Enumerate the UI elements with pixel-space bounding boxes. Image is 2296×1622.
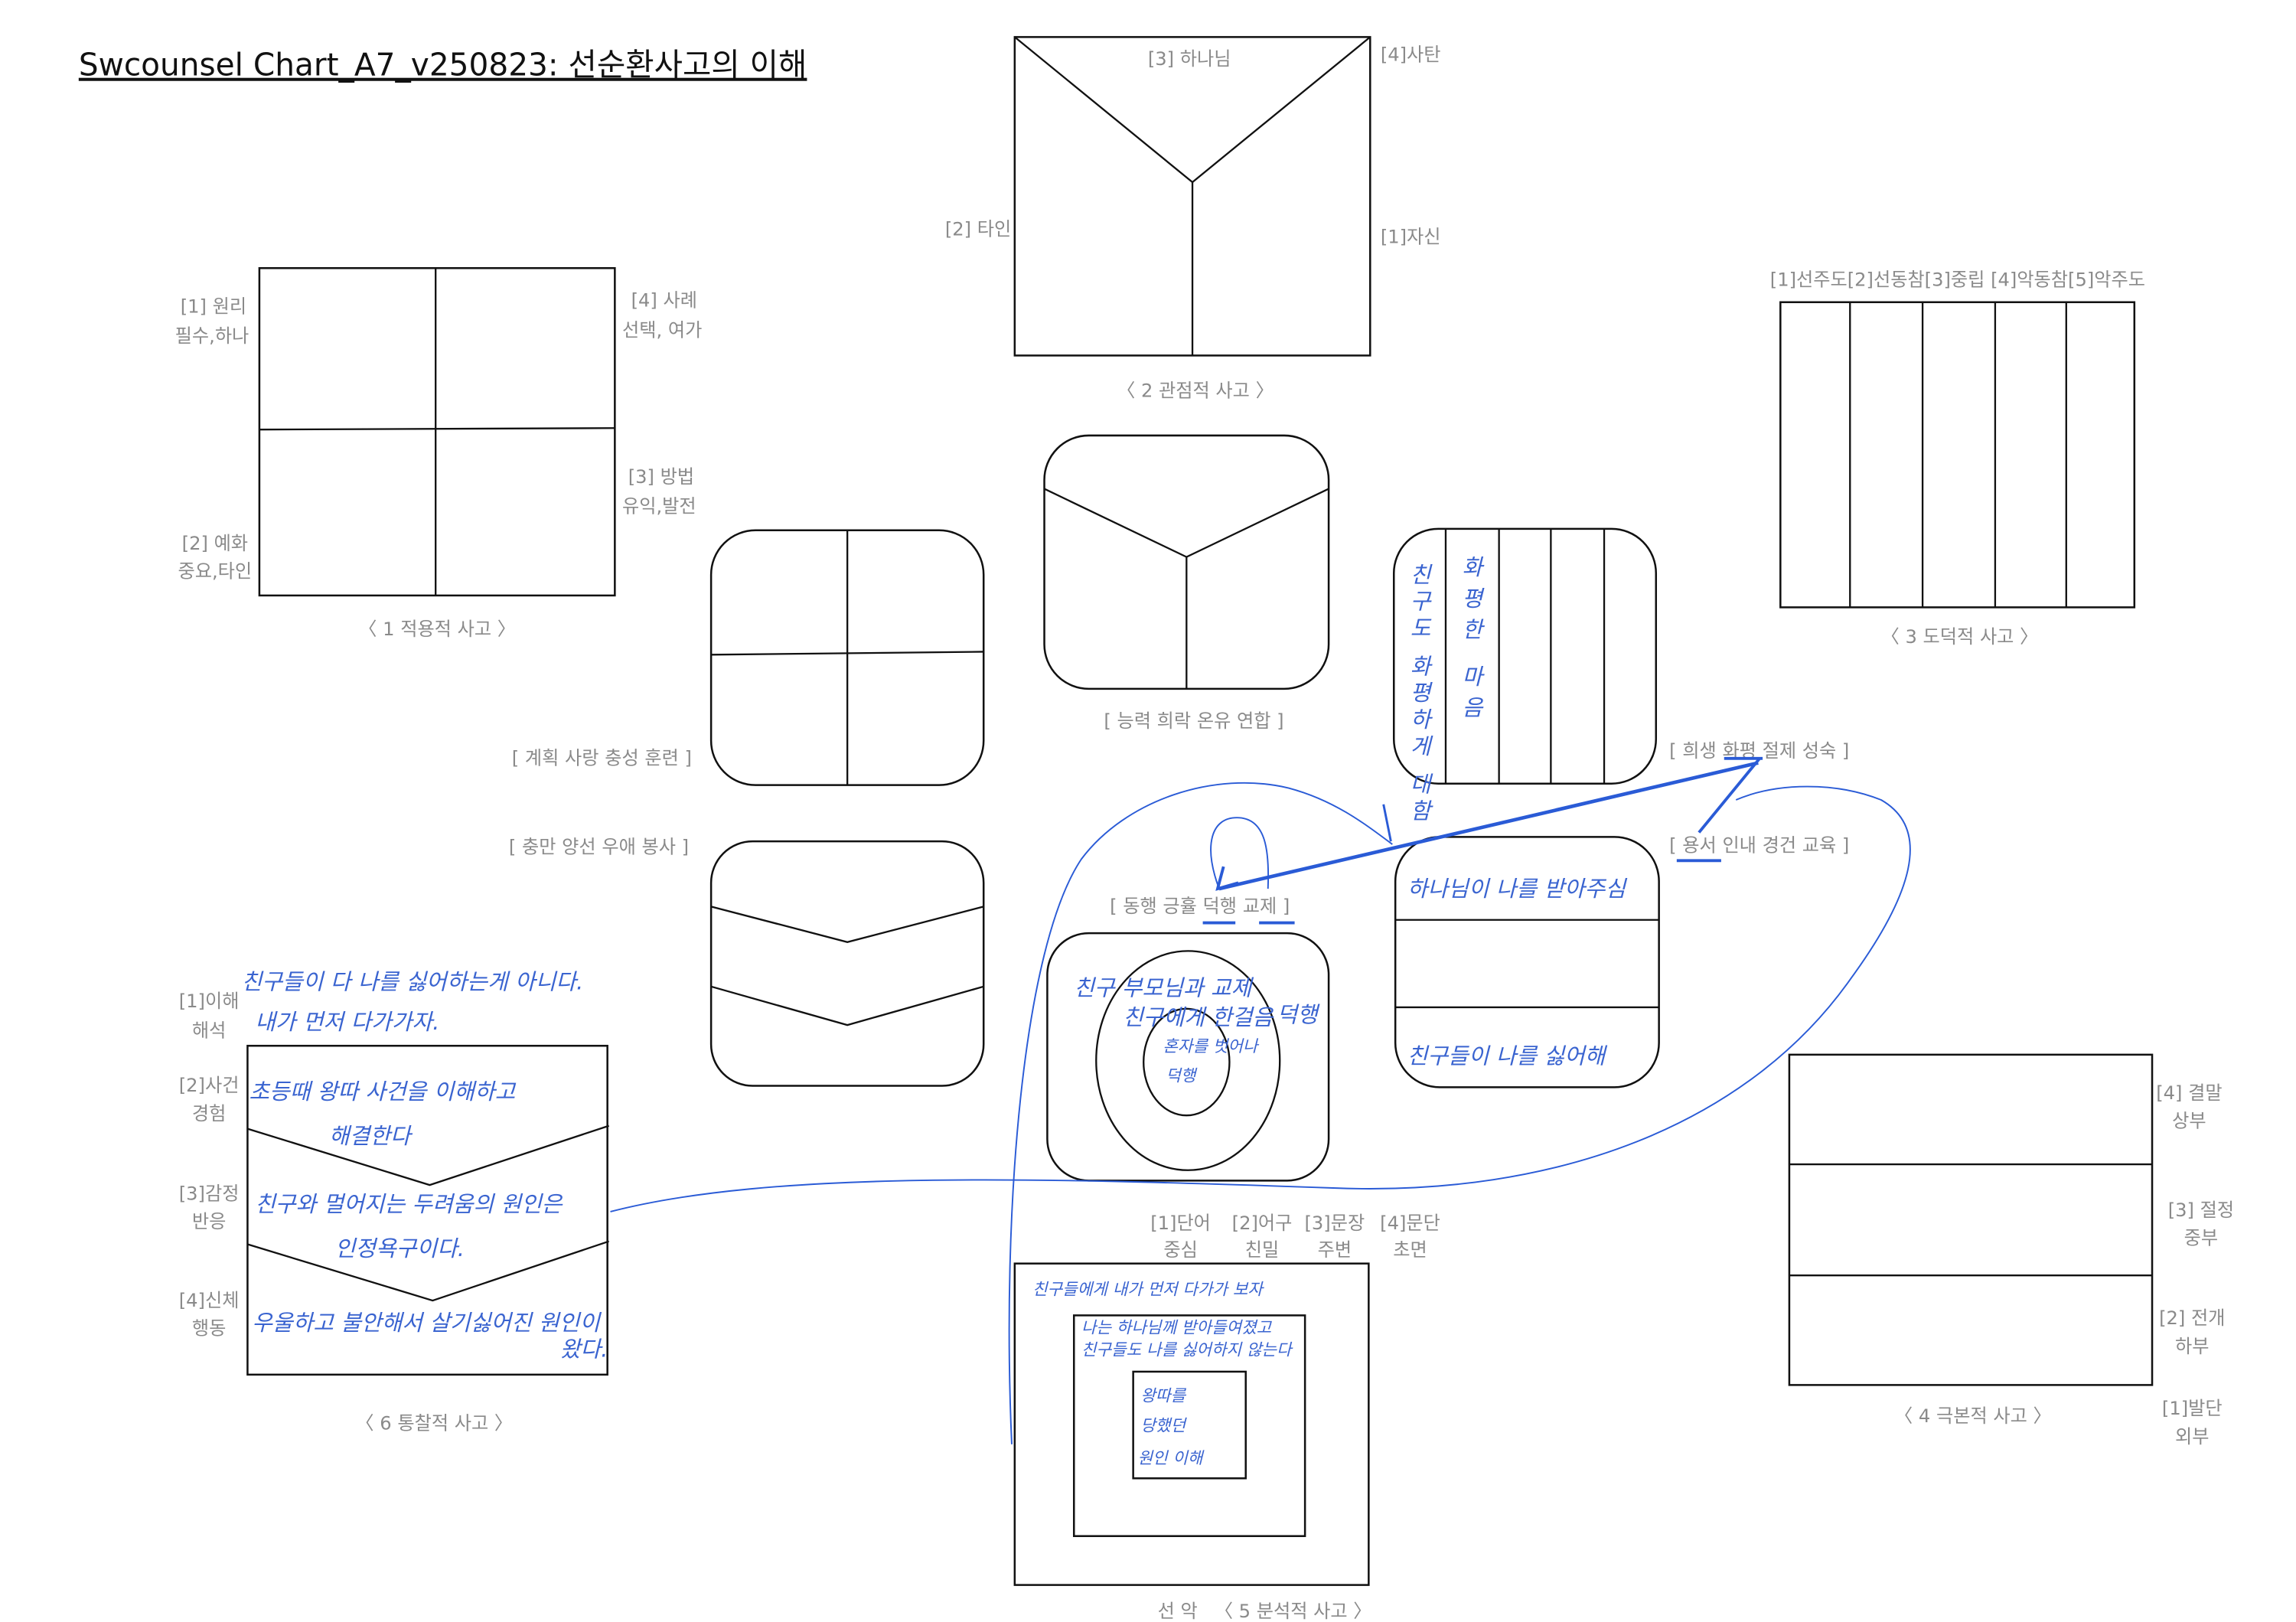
handwritten-note: 하나님이 나를 받아주심 — [1407, 876, 1628, 902]
handwritten-note: 친구에게 한걸음 — [1123, 1004, 1274, 1030]
chart-caption: 〈 1 적용적 사고 〉 — [358, 618, 516, 640]
handwritten-note: 인정욕구이다. — [335, 1235, 465, 1261]
curve-line — [610, 785, 1911, 1212]
label: 중부 — [2184, 1228, 2218, 1249]
virtue-box-a: [ 계획 사랑 충성 훈련 ] — [512, 529, 985, 786]
curve-line — [1008, 782, 1393, 1444]
virtue-box-f: 하나님이 나를 받아주심 친구들이 나를 싫어해 [ 용서 인내 경건 교육 ] — [1394, 835, 1849, 1088]
label: 중심 — [1163, 1239, 1197, 1261]
handwritten-note: 혼자를 벗어나 — [1163, 1037, 1260, 1056]
label: [4]신체 — [179, 1290, 240, 1311]
label: [1]선주도[2]선동참[3]중립 [4]악동참[5]악주도 — [1770, 269, 2145, 290]
virtue-box-b: [ 능력 희락 온유 연합 ] — [1043, 434, 1330, 732]
handwritten-note: 친구들이 나를 싫어해 — [1407, 1043, 1608, 1069]
label: [4] 사례 — [631, 290, 697, 312]
virtue-box-e: [ 동행 긍휼 덕행 교제 ] 친구 부모님과 교제 친구에게 한걸음 혼자를 … — [1046, 896, 1330, 1182]
chart-6-insight-thinking: [1]이해 해석 [2]사건 경험 [3]감정 반응 [4]신체 행동 친구들이… — [179, 969, 609, 1434]
chart-4-script-thinking: [4] 결말 상부 [3] 절정 중부 [2] 전개 하부 [1]발단 외부 〈… — [1788, 1053, 2234, 1447]
virtue-box-d: [ 충만 양선 우애 봉사 ] — [509, 837, 985, 1087]
label: [3] 방법 — [628, 466, 694, 488]
label: [2] 예화 — [182, 533, 248, 554]
handwritten-note: 우울하고 불안해서 살기싫어진 원인이 — [252, 1310, 602, 1336]
chart-3-moral-thinking: [1]선주도[2]선동참[3]중립 [4]악동참[5]악주도 〈 3 도덕적 사… — [1770, 269, 2145, 647]
label: [2] 전개 — [2159, 1307, 2225, 1329]
label: [3] 하나님 — [1148, 48, 1231, 70]
label: [2] 타인 — [945, 219, 1011, 240]
label: [2]사건 — [179, 1075, 240, 1096]
label: 경험 — [192, 1103, 226, 1124]
chart-caption: 〈 6 통찰적 사고 〉 — [355, 1412, 513, 1434]
label: [3]감정 — [179, 1183, 240, 1204]
label: 필수,하나 — [175, 325, 249, 347]
label: [1]단어 — [1150, 1212, 1211, 1234]
handwritten-note: 화평한 마음 — [1458, 556, 1484, 727]
handwritten-note: 친구도 화평하게 대함 — [1406, 563, 1432, 826]
label: 행동 — [192, 1318, 226, 1340]
label: 선택, 여가 — [622, 319, 702, 341]
handwritten-note: 친구와 멀어지는 두려움의 원인은 — [255, 1191, 563, 1217]
label: 상부 — [2172, 1111, 2206, 1132]
virtue-label: [ 계획 사랑 충성 훈련 ] — [512, 748, 692, 769]
label: [4] 결말 — [2156, 1082, 2222, 1104]
handwritten-note: 초등때 왕따 사건을 이해하고 — [249, 1079, 516, 1105]
chart-caption: 〈 5 분석적 사고 〉 — [1215, 1601, 1372, 1622]
label: 반응 — [192, 1211, 226, 1232]
handwritten-note: 원인 이해 — [1137, 1449, 1204, 1468]
label: [3]문장 — [1304, 1212, 1365, 1234]
label: 하부 — [2175, 1336, 2209, 1357]
label: [3] 절정 — [2168, 1199, 2234, 1221]
handwritten-note: 친구들에게 내가 먼저 다가가 보자 — [1032, 1280, 1264, 1299]
label: 초면 — [1393, 1239, 1427, 1261]
arrow-head-icon — [1215, 866, 1239, 891]
chart-caption: 〈 2 관점적 사고 〉 — [1117, 380, 1274, 402]
handwritten-note: 덕행 — [1277, 1001, 1320, 1027]
handwritten-note: 친구들도 나를 싫어하지 않는다 — [1081, 1341, 1293, 1360]
label: 중요,타인 — [178, 561, 253, 583]
pen-annotations — [610, 756, 1911, 1444]
label: 외부 — [2175, 1426, 2209, 1447]
label: 유익,발전 — [622, 496, 696, 517]
virtue-label: [ 용서 인내 경건 교육 ] — [1669, 835, 1849, 857]
chart-subcaption: 선 악 — [1158, 1601, 1198, 1622]
handwritten-note: 친구들이 다 나를 싫어하는게 아니다. — [242, 969, 584, 995]
handwritten-note: 해결한다 — [329, 1123, 413, 1149]
chart-caption: 〈 3 도덕적 사고 〉 — [1881, 626, 2039, 648]
loop-mark — [1210, 817, 1270, 889]
label: 해석 — [192, 1020, 226, 1042]
handwritten-note: 왔다. — [560, 1336, 608, 1363]
label: [1] 원리 — [181, 295, 246, 317]
arrow-line — [1218, 761, 1759, 891]
handwritten-note: 나는 하나님께 받아들여졌고 — [1081, 1319, 1273, 1338]
label: [4]문단 — [1380, 1212, 1440, 1234]
handwritten-note: 친구 부모님과 교제 — [1074, 974, 1254, 1000]
virtue-label: [ 충만 양선 우애 봉사 ] — [509, 837, 689, 858]
handwritten-note: 왕따를 — [1140, 1387, 1186, 1406]
label: [4]사탄 — [1381, 44, 1441, 65]
label: 친밀 — [1245, 1239, 1279, 1261]
label: [2]어구 — [1232, 1212, 1293, 1234]
handwritten-note: 내가 먼저 다가가자. — [255, 1009, 439, 1035]
connector-line — [1698, 757, 1761, 834]
label: [1]이해 — [179, 990, 240, 1012]
handwritten-note: 덕행 — [1166, 1067, 1198, 1086]
virtue-label: [ 능력 희락 온유 연합 ] — [1104, 710, 1283, 732]
chart-2-perspective-thinking: [3] 하나님 [4]사탄 [2] 타인 [1]자신 〈 2 관점적 사고 〉 — [945, 36, 1441, 402]
handwritten-note: 당했던 — [1140, 1416, 1187, 1435]
label: 주변 — [1318, 1239, 1352, 1261]
page-title: Swcounsel Chart_A7_v250823: 선순환사고의 이해 — [79, 47, 807, 83]
chart-1-applied-thinking: [1] 원리 필수,하나 [4] 사례 선택, 여가 [3] 방법 유익,발전 … — [175, 267, 702, 640]
chart-5-analytic-thinking: [1]단어 중심 [2]어구 친밀 [3]문장 주변 [4]문단 초면 친구들에… — [1013, 1212, 1440, 1622]
label: [1]자신 — [1381, 226, 1441, 247]
virtue-label: [ 동행 긍휼 덕행 교제 ] — [1110, 896, 1290, 917]
label: [1]발단 — [2162, 1398, 2223, 1419]
chart-caption: 〈 4 극본적 사고 〉 — [1894, 1405, 2052, 1427]
chart-1-box — [258, 267, 616, 597]
